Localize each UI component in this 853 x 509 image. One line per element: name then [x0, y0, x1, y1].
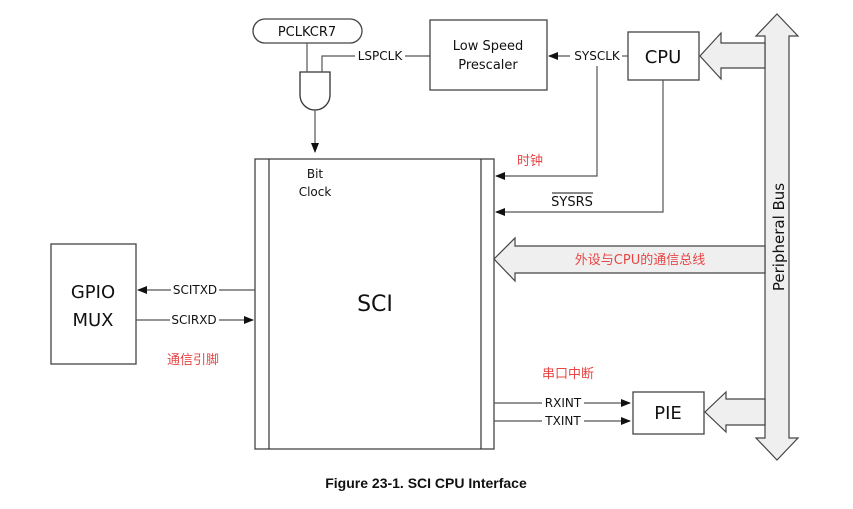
bus-comm-annotation: 外设与CPU的通信总线 — [575, 252, 705, 268]
prescaler-label-2: Prescaler — [458, 58, 518, 73]
gpio-label-1: GPIO — [71, 282, 115, 303]
gpio-mux-block — [50, 243, 137, 365]
pie-bus-arrow — [704, 390, 766, 434]
bit-clock-label-1: Bit — [307, 167, 324, 181]
scitxd-label: SCITXD — [173, 283, 217, 297]
peripheral-bus-arrow — [754, 13, 800, 461]
scirxd-label: SCIRXD — [171, 313, 216, 327]
sci-bus-arrow — [493, 236, 766, 283]
cpu-label: CPU — [645, 47, 682, 68]
cpu-bus-arrow — [699, 31, 766, 81]
bit-clock-label-2: Clock — [299, 185, 332, 199]
peripheral-bus-label: Peripheral Bus — [770, 183, 788, 291]
and-gate — [299, 71, 331, 111]
txint-label: TXINT — [544, 414, 581, 428]
comm-pins-annotation: 通信引脚 — [167, 352, 219, 368]
pclkcr7-label: PCLKCR7 — [278, 25, 336, 40]
rxint-label: RXINT — [545, 396, 582, 410]
figure-caption: Figure 23-1. SCI CPU Interface — [325, 475, 527, 491]
sysrs-label: SYSRS — [551, 195, 593, 210]
pie-label: PIE — [654, 403, 682, 424]
sci-label: SCI — [357, 292, 393, 317]
lspclk-label: LSPCLK — [358, 49, 404, 63]
low-speed-prescaler — [429, 19, 548, 91]
serial-interrupt-annotation: 串口中断 — [542, 367, 594, 382]
sci-block — [254, 158, 495, 450]
prescaler-label-1: Low Speed — [453, 39, 523, 54]
sysclk-label: SYSCLK — [574, 49, 621, 63]
pie-block — [632, 391, 705, 435]
clock-annotation: 时钟 — [517, 153, 543, 169]
gpio-label-2: MUX — [72, 310, 113, 331]
